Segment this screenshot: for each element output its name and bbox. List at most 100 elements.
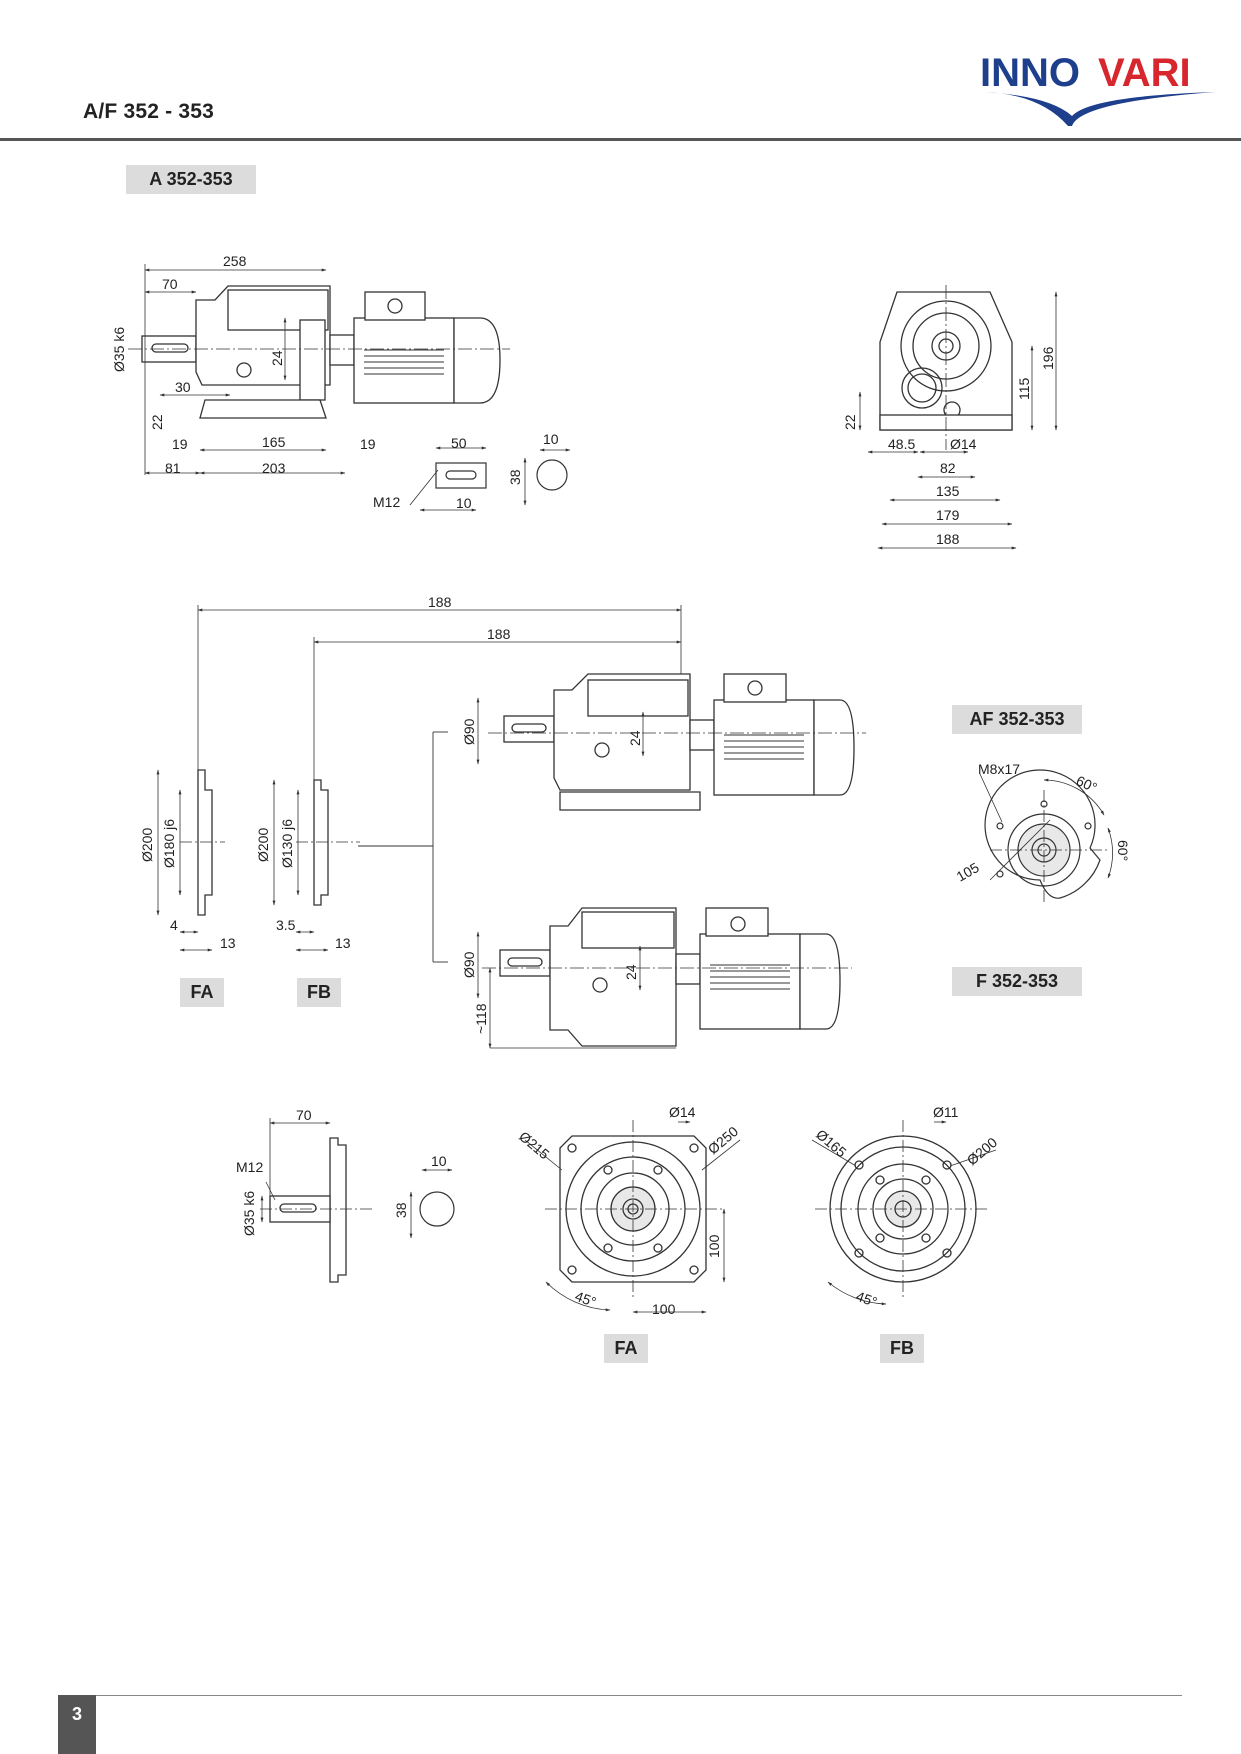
dim-165: 165 <box>262 434 286 450</box>
fa-flange-view <box>524 1120 741 1314</box>
dim-fav-45: 45° <box>573 1288 598 1310</box>
label-f-series: F 352-353 <box>952 967 1082 996</box>
dim-70: 70 <box>162 276 178 292</box>
a-side-dimensions <box>144 264 346 475</box>
dim-81: 81 <box>165 460 181 476</box>
label-fa-flange: FA <box>180 978 224 1007</box>
dim-203: 203 <box>262 460 286 476</box>
f-geared-motor <box>476 907 852 1049</box>
innovari-logo: INNO VARI <box>980 52 1216 126</box>
dim-front-14: Ø14 <box>950 436 977 452</box>
dim-fb-130: Ø130 j6 <box>279 819 295 868</box>
dim-sd-m12: M12 <box>236 1159 263 1175</box>
front-dimensions <box>858 291 1058 550</box>
dim-fav-250: Ø250 <box>705 1123 742 1157</box>
dim-19b: 19 <box>360 436 376 452</box>
fb-flange-view <box>811 1120 997 1306</box>
dim-front-115: 115 <box>1016 377 1032 400</box>
shaft-detail-sec-text: 10 38 <box>393 1153 447 1218</box>
dim-258: 258 <box>223 253 247 269</box>
dim-front-188: 188 <box>936 531 960 547</box>
dim-key-50: 50 <box>451 435 467 451</box>
dim-fbv-165: Ø165 <box>813 1126 850 1160</box>
label-fb-flange: FB <box>297 978 341 1007</box>
flange-top-dim-text: 188 188 <box>428 594 511 642</box>
dim-front-82: 82 <box>940 460 956 476</box>
a-side-dim-text: 258 70 Ø35 k6 24 30 22 19 165 19 81 203 <box>111 253 376 476</box>
dim-sd-70: 70 <box>296 1107 312 1123</box>
label-fb-view: FB <box>880 1334 924 1363</box>
dim-f-118: ~118 <box>473 1003 489 1034</box>
f-motor-dim-text: Ø90 ~118 24 <box>461 951 639 1034</box>
dim-af-60b: 60° <box>1115 840 1131 861</box>
dim-sds-10: 10 <box>431 1153 447 1169</box>
dim-sec-10: 10 <box>543 431 559 447</box>
dim-fav-215: Ø215 <box>516 1128 553 1162</box>
dim-key-10: 10 <box>456 495 472 511</box>
shaft-section <box>523 448 571 506</box>
label-af-series: AF 352-353 <box>952 705 1082 734</box>
dim-fb-13: 13 <box>335 935 351 951</box>
label-fa-view: FA <box>604 1334 648 1363</box>
dim-22: 22 <box>149 414 165 430</box>
dim-fbv-11: Ø11 <box>933 1104 959 1120</box>
dim-sd-shaft: Ø35 k6 <box>241 1191 257 1236</box>
dim-sds-38: 38 <box>393 1202 409 1218</box>
key-dim-text: 50 M12 10 <box>373 435 472 511</box>
dim-front-22: 22 <box>842 414 858 430</box>
label-a-series: A 352-353 <box>126 165 256 194</box>
dim-shaft-35: Ø35 k6 <box>111 327 127 372</box>
dim-fa-180: Ø180 j6 <box>161 819 177 868</box>
dim-front-48-5: 48.5 <box>888 436 915 452</box>
fa-flange-dim-text: Ø200 Ø180 j6 4 13 <box>139 819 236 951</box>
flange-connector-bracket <box>358 731 448 963</box>
page-number: 3 <box>58 1695 96 1754</box>
dim-fbv-45: 45° <box>854 1288 879 1310</box>
dim-24: 24 <box>269 350 285 366</box>
brand-name-part1: INNO <box>980 52 1080 95</box>
dim-fb-3-5: 3.5 <box>276 917 296 933</box>
fa-flange-profile <box>156 769 225 952</box>
shaft-detail-dim-text: 70 M12 Ø35 k6 <box>236 1107 312 1236</box>
dim-front-179: 179 <box>936 507 960 523</box>
dim-fav-100v: 100 <box>706 1234 722 1258</box>
header-divider <box>0 138 1241 141</box>
fb-flange-profile <box>272 779 360 952</box>
shaft-detail-section <box>409 1168 455 1239</box>
front-dim-text: 22 48.5 Ø14 82 135 179 188 115 196 <box>842 346 1056 547</box>
dim-fa-200: Ø200 <box>139 828 155 862</box>
fb-flange-dim-text: Ø200 Ø130 j6 3.5 13 <box>255 819 351 951</box>
af-motor-dim-text: Ø90 24 <box>461 718 643 746</box>
shaft-detail-side <box>260 1118 372 1283</box>
dim-f-24: 24 <box>623 964 639 980</box>
dim-af-105: 105 <box>954 859 982 885</box>
dim-19a: 19 <box>172 436 188 452</box>
footer-divider <box>58 1695 1182 1696</box>
dim-f-90: Ø90 <box>461 951 477 978</box>
front-view <box>879 285 1013 450</box>
dim-188-a: 188 <box>428 594 452 610</box>
af-geared-motor <box>476 673 866 811</box>
dim-fbv-200: Ø200 <box>964 1134 1001 1168</box>
key-detail <box>409 446 487 512</box>
dim-front-196: 196 <box>1040 346 1056 370</box>
dim-188-b: 188 <box>487 626 511 642</box>
dim-front-135: 135 <box>936 483 960 499</box>
af-detail-view <box>979 769 1114 905</box>
brand-name-part2: VARI <box>1098 52 1191 95</box>
dim-fav-14: Ø14 <box>669 1104 696 1120</box>
dim-fav-100h: 100 <box>652 1301 676 1317</box>
dim-af-m8: M8x17 <box>978 761 1020 777</box>
dim-fa-4: 4 <box>170 917 178 933</box>
a-side-view <box>128 285 510 419</box>
dim-af-90: Ø90 <box>461 718 477 745</box>
dim-fb-200: Ø200 <box>255 828 271 862</box>
dim-key-m12: M12 <box>373 494 400 510</box>
dim-sec-38: 38 <box>507 469 523 485</box>
page-title: A/F 352 - 353 <box>83 100 214 123</box>
dim-af-24: 24 <box>627 730 643 746</box>
shaft-dim-text: 10 38 <box>507 431 559 485</box>
dim-fa-13: 13 <box>220 935 236 951</box>
dim-30: 30 <box>175 379 191 395</box>
